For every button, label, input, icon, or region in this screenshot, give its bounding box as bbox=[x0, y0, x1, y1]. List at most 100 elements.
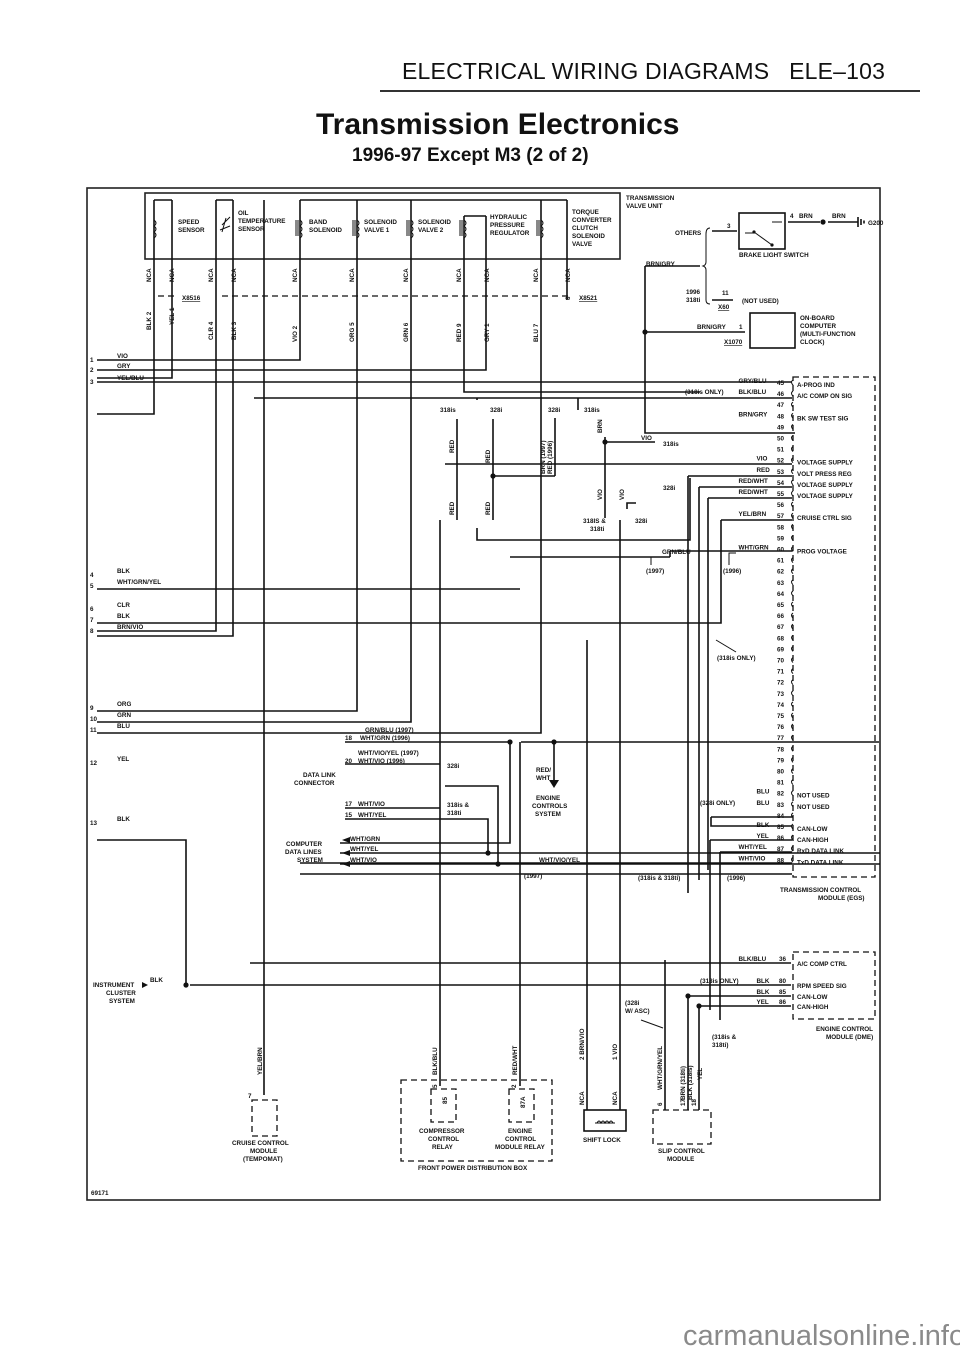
svg-text:TEMPERATURE: TEMPERATURE bbox=[238, 218, 285, 225]
svg-text:PRESSURE: PRESSURE bbox=[490, 222, 525, 229]
tcm-pin-function: CRUISE CTRL SIG bbox=[797, 515, 852, 522]
svg-text:NCA: NCA bbox=[169, 268, 176, 282]
svg-text:6: 6 bbox=[657, 1102, 664, 1106]
tcm-pin-socket bbox=[791, 523, 794, 530]
tcm-pin-number: 87 bbox=[777, 846, 785, 853]
tcm-pin-socket bbox=[791, 790, 794, 797]
tcm-pin-number: 86 bbox=[777, 835, 785, 842]
svg-text:WHT/GRN (1996): WHT/GRN (1996) bbox=[360, 735, 410, 742]
tcm-pin-number: 58 bbox=[777, 524, 785, 531]
svg-text:17: 17 bbox=[345, 801, 353, 808]
dme-pin-number: 86 bbox=[779, 999, 787, 1006]
tcm-pin-function: VOLTAGE SUPPLY bbox=[797, 482, 854, 489]
tcm-pin-number: 65 bbox=[777, 602, 785, 609]
svg-text:BRN/GRY: BRN/GRY bbox=[697, 324, 727, 331]
left-wire-number: 6 bbox=[90, 606, 94, 613]
tcm-pin-number: 67 bbox=[777, 624, 785, 631]
svg-text:SYSTEM: SYSTEM bbox=[535, 811, 561, 818]
svg-text:BRN (1997): BRN (1997) bbox=[540, 440, 547, 474]
svg-text:NCA: NCA bbox=[533, 268, 540, 282]
svg-text:ENGINE: ENGINE bbox=[536, 795, 560, 802]
svg-text:CLUTCH: CLUTCH bbox=[572, 225, 598, 232]
svg-text:WHT/GRN: WHT/GRN bbox=[350, 836, 381, 843]
valve-unit-label: TRANSMISSION bbox=[626, 195, 675, 202]
left-wire-color: VIO bbox=[117, 353, 128, 360]
svg-text:20: 20 bbox=[345, 758, 353, 765]
svg-text:18: 18 bbox=[345, 735, 353, 742]
valve-unit-label-2: VALVE UNIT bbox=[626, 203, 663, 210]
left-wire-number: 8 bbox=[90, 628, 94, 635]
tcm-pin-socket bbox=[791, 712, 794, 719]
svg-text:WHT/VIO: WHT/VIO bbox=[358, 801, 385, 808]
tcm-pin-number: 88 bbox=[777, 857, 785, 864]
svg-text:87A: 87A bbox=[520, 1096, 527, 1108]
svg-text:318is: 318is bbox=[440, 407, 456, 414]
svg-text:BRN: BRN bbox=[799, 213, 813, 220]
tcm-pin-number: 83 bbox=[777, 802, 785, 809]
instrument-cluster: INSTRUMENT CLUSTER SYSTEM BLK bbox=[93, 839, 189, 1005]
left-wire-color: WHT/GRN/YEL bbox=[117, 579, 161, 586]
tcm-pin-function: CAN-HIGH bbox=[797, 837, 829, 844]
svg-text:COMPUTER: COMPUTER bbox=[286, 841, 322, 848]
svg-text:CONTROL: CONTROL bbox=[428, 1136, 459, 1143]
svg-text:VALVE 2: VALVE 2 bbox=[418, 227, 444, 234]
svg-text:WHT/VIO: WHT/VIO bbox=[350, 857, 377, 864]
tcm-pin-socket bbox=[791, 668, 794, 674]
left-wire-color: BRN/VIO bbox=[117, 624, 143, 631]
valve-pin-labels: NCA NCA NCA NCA NCA NCA NCA NCA NCA NCA … bbox=[146, 268, 572, 342]
tcm-pin-socket bbox=[791, 845, 794, 852]
tcm-pin-wire: VIO bbox=[757, 456, 768, 463]
left-wire-number: 2 bbox=[90, 367, 94, 374]
solenoid-valve-2: SOLENOID VALVE 2 bbox=[410, 200, 451, 258]
svg-text:(318is ONLY): (318is ONLY) bbox=[717, 655, 756, 662]
svg-text:NCA: NCA bbox=[612, 1091, 619, 1105]
svg-text:MODULE RELAY: MODULE RELAY bbox=[495, 1144, 546, 1151]
tcm-pin-socket bbox=[791, 657, 794, 663]
tcm-pin-socket bbox=[791, 590, 794, 597]
header-rule bbox=[380, 90, 920, 92]
tcm-pin-number: 59 bbox=[777, 535, 785, 542]
tcm-pin-number: 66 bbox=[777, 613, 785, 620]
tcm-pin-socket bbox=[791, 690, 794, 697]
svg-text:15: 15 bbox=[345, 812, 353, 819]
tcm-pin-wire: RED/WHT bbox=[739, 478, 769, 485]
tcm-pin-socket bbox=[791, 435, 794, 441]
svg-text:CONNECTOR: CONNECTOR bbox=[294, 780, 335, 787]
tcm-pin-socket bbox=[791, 490, 794, 497]
svg-text:RED 9: RED 9 bbox=[456, 323, 463, 342]
tcm-pin-wire: RED/WHT bbox=[739, 489, 769, 496]
svg-text:318is &: 318is & bbox=[447, 802, 470, 809]
tcm-pin-number: 81 bbox=[777, 780, 785, 787]
svg-text:FRONT POWER DISTRIBUTION BOX: FRONT POWER DISTRIBUTION BOX bbox=[418, 1165, 528, 1172]
tcm-pin-number: 54 bbox=[777, 480, 785, 487]
tcm-box bbox=[792, 376, 876, 878]
svg-text:1: 1 bbox=[739, 324, 743, 331]
svg-text:VIO: VIO bbox=[641, 435, 652, 442]
tcm-pin-number: 70 bbox=[777, 658, 785, 665]
tcm-pin-number: 61 bbox=[777, 558, 785, 565]
svg-text:SYSTEM: SYSTEM bbox=[297, 857, 323, 864]
svg-text:NCA: NCA bbox=[208, 268, 215, 282]
hydraulic-pressure-regulator: HYDRAULIC PRESSURE REGULATOR bbox=[463, 214, 530, 258]
tcm-label: TRANSMISSION CONTROL bbox=[780, 887, 861, 894]
svg-text:WHT/YEL: WHT/YEL bbox=[358, 812, 386, 819]
data-link-connector: GRN/BLU (1997) 18 WHT/GRN (1996) WHT/VIO… bbox=[285, 727, 880, 882]
svg-text:COMPRESSOR: COMPRESSOR bbox=[419, 1128, 465, 1135]
svg-text:G200: G200 bbox=[868, 220, 884, 227]
tcm-pin-function: VOLT PRESS REG bbox=[797, 471, 852, 478]
svg-text:CONVERTER: CONVERTER bbox=[572, 217, 612, 224]
tcm-pin-function: CAN-LOW bbox=[797, 826, 827, 833]
svg-text:MODULE: MODULE bbox=[250, 1148, 277, 1155]
svg-text:318ti: 318ti bbox=[686, 297, 701, 304]
tcm-pin-socket bbox=[791, 701, 794, 708]
page-title: Transmission Electronics bbox=[316, 108, 680, 141]
svg-text:BRN (318ti): BRN (318ti) bbox=[680, 1066, 687, 1100]
tcm-pin-number: 51 bbox=[777, 447, 785, 454]
svg-text:(318is & 318ti): (318is & 318ti) bbox=[638, 875, 680, 882]
svg-text:18: 18 bbox=[691, 1098, 698, 1106]
tcm-pin-function: VOLTAGE SUPPLY bbox=[797, 460, 854, 467]
tcm-wires bbox=[97, 381, 792, 1020]
svg-text:WHT: WHT bbox=[536, 775, 550, 782]
tcm-pin-socket bbox=[791, 723, 794, 730]
